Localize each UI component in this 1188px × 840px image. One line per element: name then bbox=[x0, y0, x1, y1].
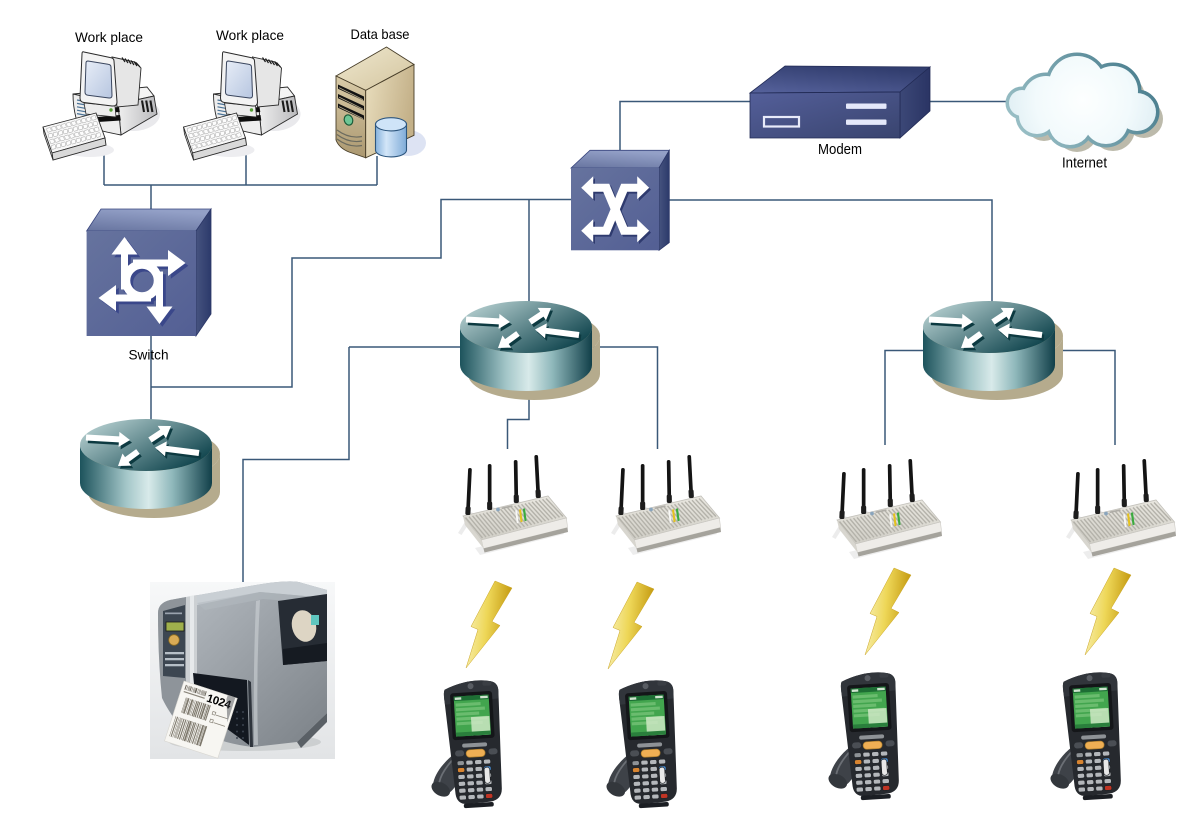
svg-text:Internet: Internet bbox=[1062, 156, 1107, 172]
svg-text:Switch: Switch bbox=[129, 347, 169, 363]
svg-text:Work place: Work place bbox=[75, 29, 143, 45]
svg-text:Work place: Work place bbox=[216, 27, 284, 43]
svg-text:Data base: Data base bbox=[351, 26, 410, 42]
svg-text:Modem: Modem bbox=[818, 142, 862, 158]
